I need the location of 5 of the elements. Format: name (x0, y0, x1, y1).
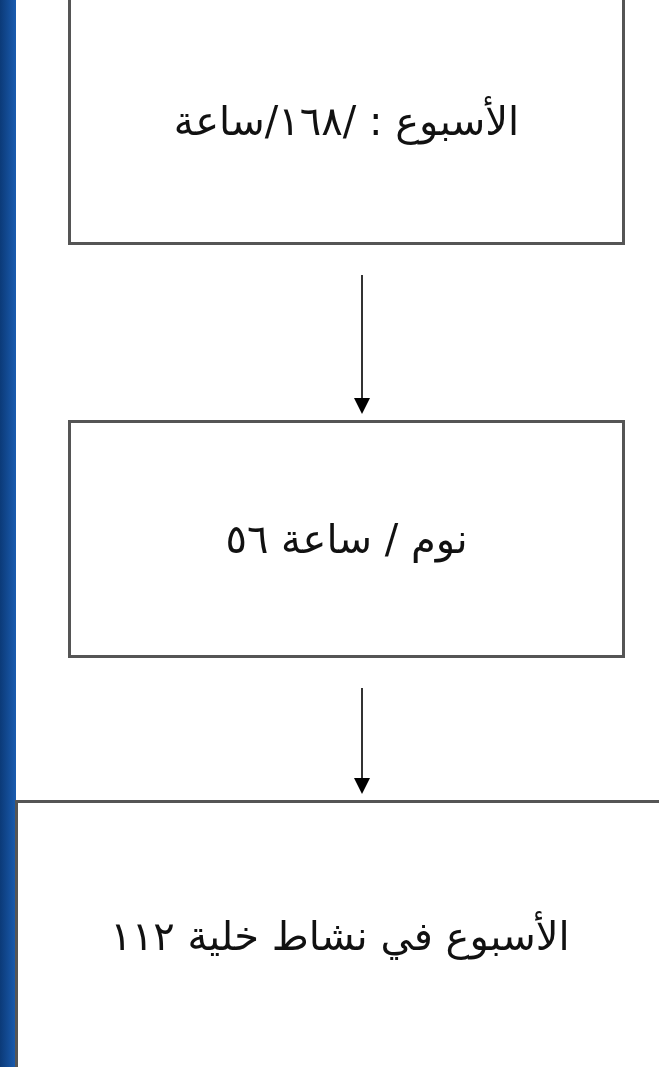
arrow (354, 687, 370, 794)
process-box: نوم / ساعة ٥٦ (68, 420, 625, 658)
process-box: الأسبوع في نشاط خلية ١١٢ (15, 800, 659, 1067)
arrow (354, 274, 370, 414)
process-box: الأسبوع : /١٦٨/ساعة (68, 0, 625, 245)
